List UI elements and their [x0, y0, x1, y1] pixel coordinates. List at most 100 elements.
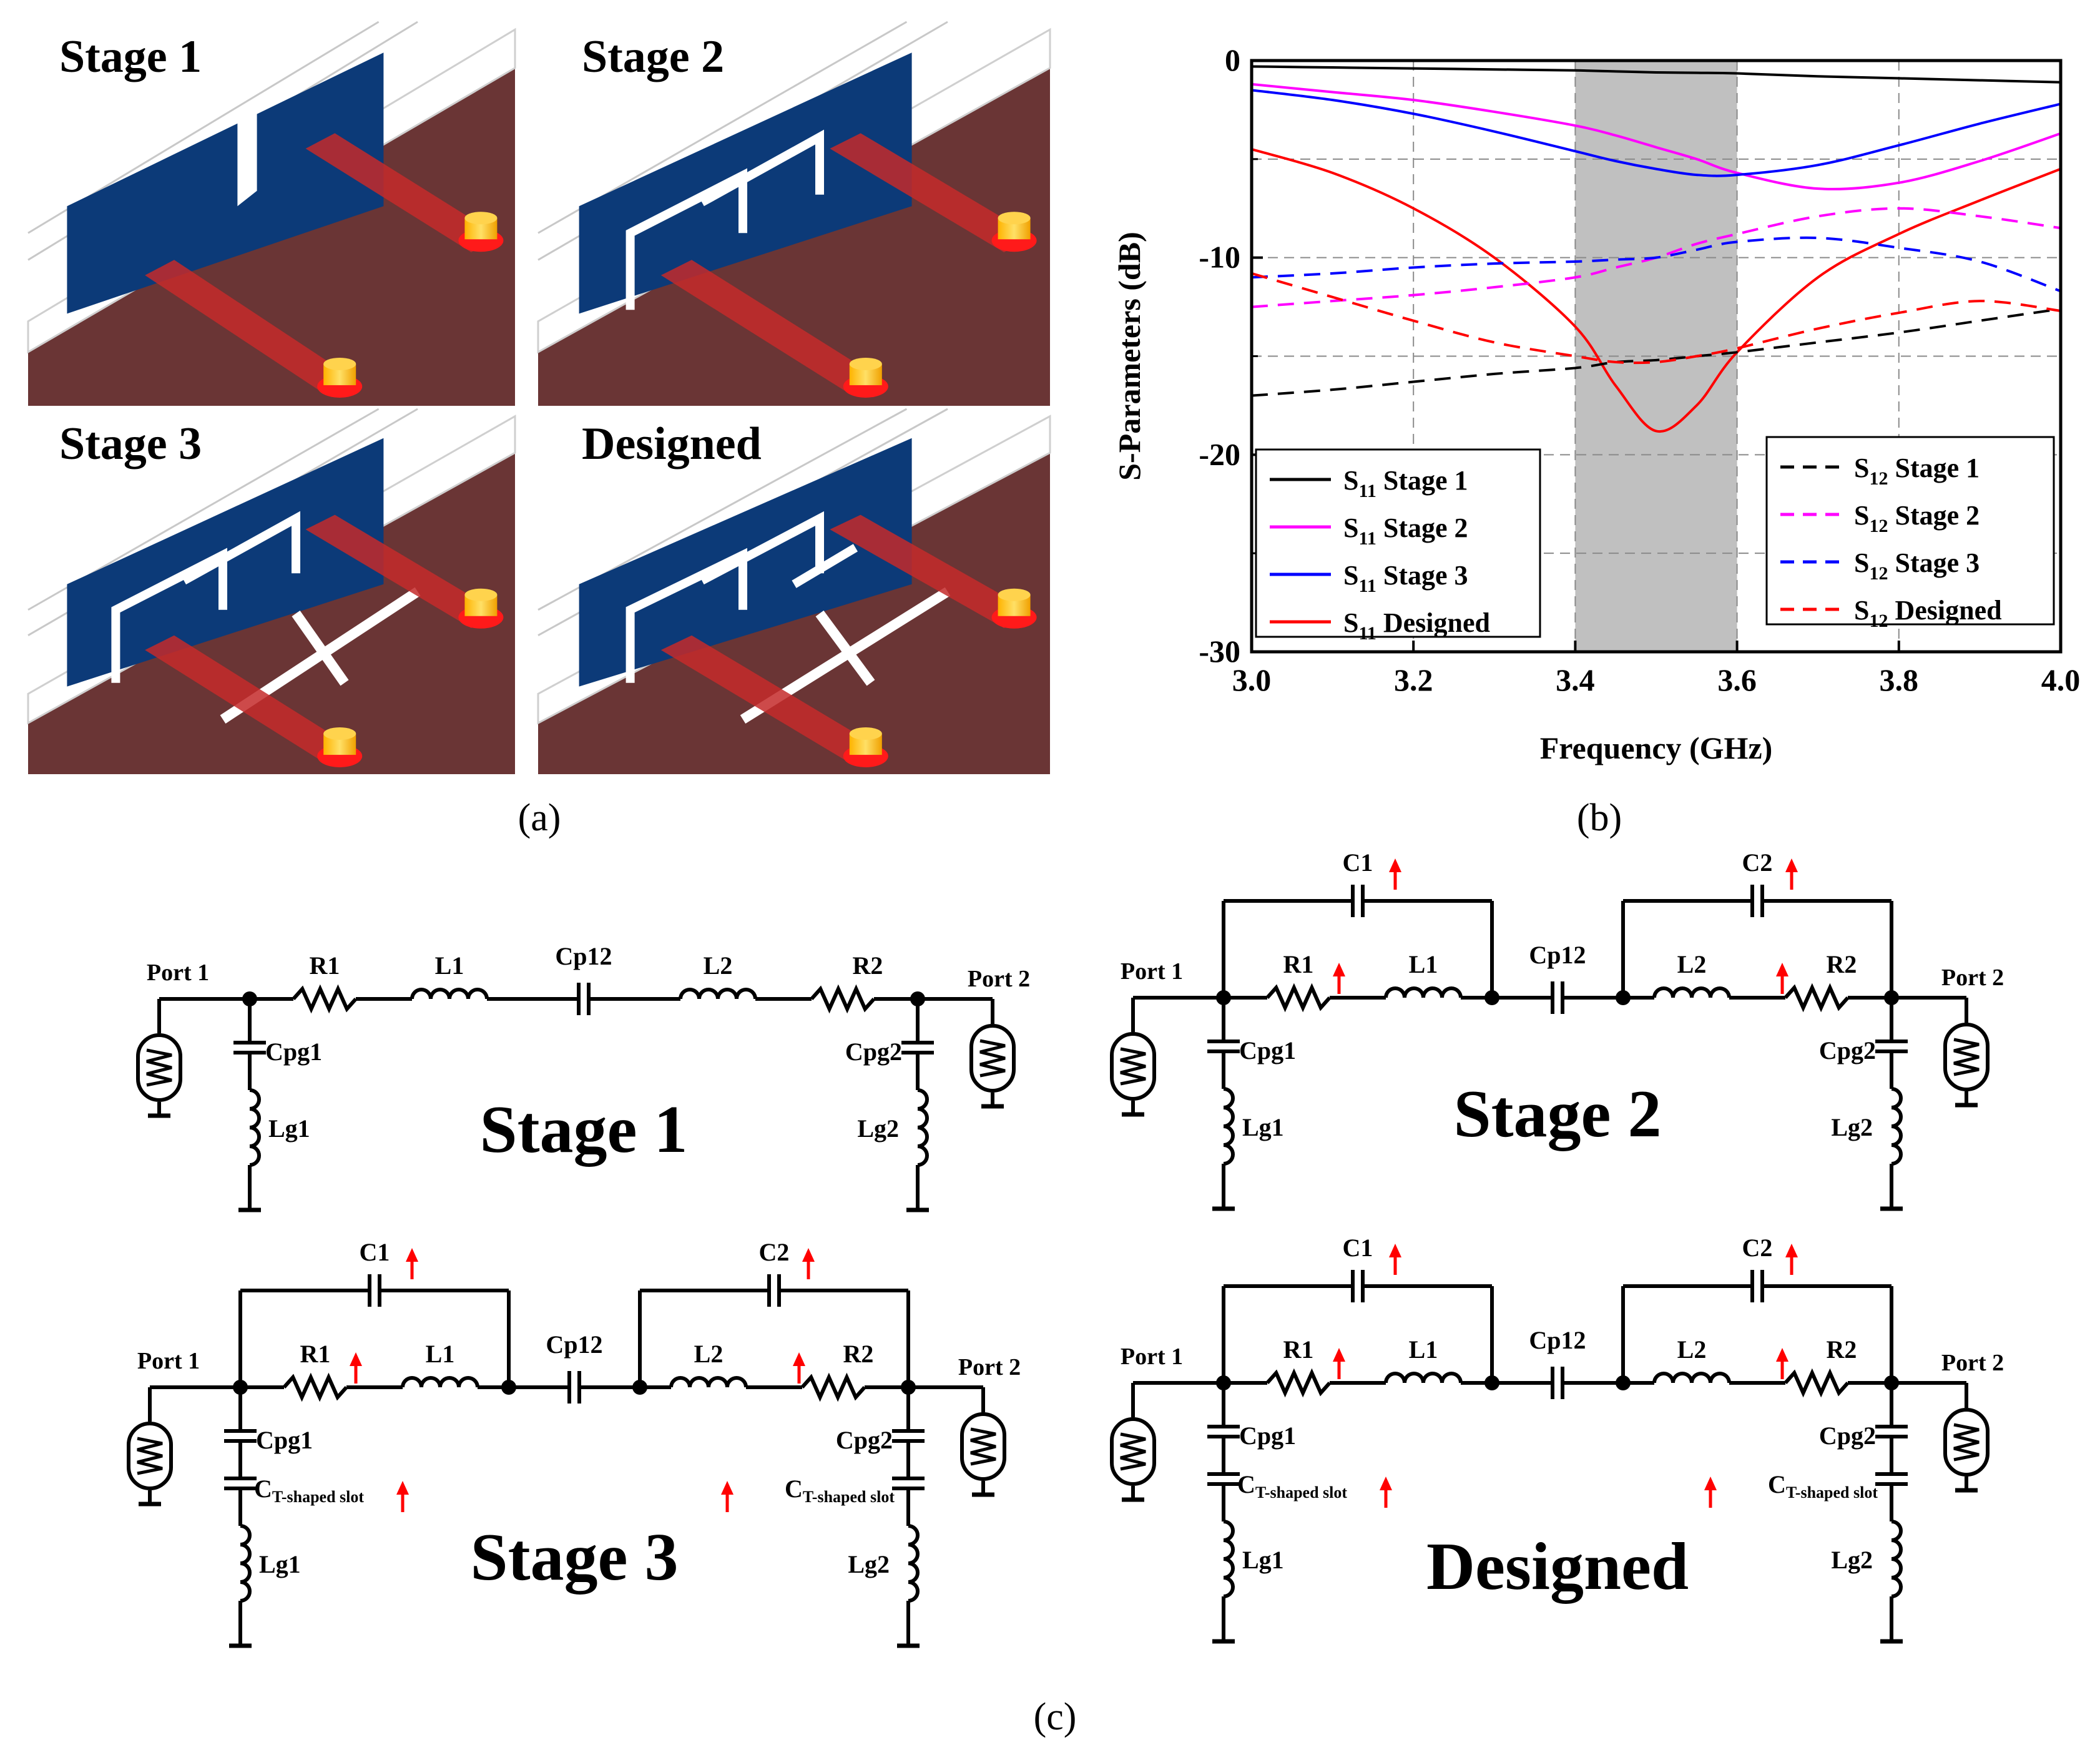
tuning-arrow-head — [406, 1248, 418, 1262]
ground — [1880, 1628, 1903, 1641]
resistor — [1265, 1368, 1332, 1398]
component-label: Port 1 — [1121, 958, 1183, 985]
y-tick-label: -30 — [1199, 634, 1240, 669]
component-label: R1 — [1283, 950, 1314, 978]
stage-label: Stage 3 — [59, 418, 202, 469]
series-s12-stage-3 — [1252, 236, 2061, 293]
ct-label: CT-shaped slot — [254, 1475, 364, 1506]
component-label: Cp12 — [1529, 1326, 1586, 1354]
x-tick-label: 3.0 — [1232, 662, 1272, 697]
port-1-source — [1112, 1419, 1154, 1484]
legend-entry: S12 Designed — [1854, 595, 2002, 631]
resistor — [1784, 983, 1850, 1013]
port-2-source — [971, 1026, 1014, 1091]
ground — [981, 1093, 1004, 1106]
t-slot — [815, 610, 875, 686]
port-top — [323, 357, 356, 370]
component-label: Lg2 — [857, 1114, 899, 1143]
circuit-title: Designed — [1426, 1530, 1689, 1604]
legend-entry: S11 Stage 1 — [1343, 465, 1468, 501]
ground — [1122, 1101, 1144, 1114]
component-label: Cpg2 — [1819, 1422, 1876, 1450]
feed-line-1 — [145, 635, 355, 764]
x-tick-label: 3.6 — [1717, 662, 1757, 697]
component-label: L2 — [694, 1340, 724, 1368]
component-label: L2 — [1677, 1335, 1707, 1364]
tuning-arrow-head — [1389, 858, 1401, 872]
ground — [1880, 1195, 1903, 1209]
component-label: L1 — [435, 951, 464, 980]
port-top — [849, 357, 882, 370]
component-label: C2 — [1742, 1234, 1773, 1262]
tuning-arrow-head — [350, 1352, 362, 1366]
port-top — [323, 727, 356, 740]
junction-dot — [1616, 990, 1631, 1005]
series-s11-stage-1 — [1252, 65, 2061, 84]
legend-entry: S12 Stage 3 — [1854, 548, 1980, 584]
component-label: Cp12 — [1529, 941, 1586, 969]
y-tick-label: -20 — [1199, 436, 1240, 471]
component-label: Lg2 — [848, 1550, 890, 1578]
legend-entry: S11 Stage 2 — [1343, 513, 1468, 549]
component-label: Port 1 — [1121, 1344, 1183, 1370]
component-label: R2 — [853, 951, 883, 980]
component-label: Lg2 — [1831, 1113, 1873, 1141]
component-label: C1 — [1343, 1234, 1373, 1262]
y-tick-label: 0 — [1225, 42, 1240, 77]
series-s11-stage-2 — [1252, 82, 2061, 190]
stage-label: Stage 1 — [59, 31, 202, 82]
ground — [1955, 1091, 1978, 1105]
ground — [972, 1481, 994, 1495]
ground — [1955, 1477, 1978, 1490]
component-label: C1 — [360, 1238, 390, 1266]
antenna-render-1: Stage 1 — [27, 21, 516, 406]
ground — [148, 1102, 170, 1116]
series-s12-designed — [1252, 272, 2061, 365]
antenna-render-4: Designed — [537, 408, 1051, 774]
ground — [906, 1196, 929, 1210]
port-top — [464, 588, 498, 601]
tuning-arrow-head — [1776, 963, 1788, 976]
component-label: Lg1 — [268, 1114, 310, 1143]
inductor — [908, 1524, 920, 1603]
component-label: Cpg2 — [836, 1426, 893, 1454]
panel-b-caption: (b) — [1577, 797, 1622, 839]
circuit-title: Stage 2 — [1454, 1077, 1662, 1151]
component-label: Cpg2 — [1819, 1036, 1876, 1064]
tuning-arrow-head — [802, 1248, 815, 1262]
feed-line-1 — [660, 635, 881, 764]
component-label: L2 — [1677, 950, 1707, 978]
slot — [237, 106, 257, 207]
legend-entry: S11 Stage 3 — [1343, 560, 1468, 596]
junction-dot — [501, 1380, 516, 1395]
inductor — [679, 988, 757, 1000]
patch-radiator — [67, 52, 384, 314]
feed-line-2 — [305, 133, 501, 252]
component-label: L1 — [426, 1340, 455, 1368]
inductor — [1384, 986, 1463, 998]
component-label: Port 1 — [137, 1348, 200, 1374]
slot — [182, 511, 300, 585]
inductor — [240, 1524, 252, 1603]
series-s11-designed — [1252, 148, 2061, 433]
x-tick-label: 3.8 — [1880, 662, 1919, 697]
slot — [626, 548, 747, 683]
ground — [897, 1632, 920, 1646]
component-label: R2 — [1827, 950, 1857, 978]
port-1-source — [1112, 1034, 1154, 1099]
resistor — [810, 984, 876, 1014]
inductor — [1891, 1087, 1903, 1166]
ct-label: CT-shaped slot — [1768, 1470, 1878, 1502]
component-label: Lg2 — [1831, 1546, 1873, 1574]
component-label: Cpg1 — [1239, 1422, 1296, 1450]
series-group — [1252, 65, 2061, 433]
slot — [792, 544, 858, 588]
component-label: Cpg1 — [1239, 1036, 1296, 1064]
port-top — [998, 588, 1031, 601]
